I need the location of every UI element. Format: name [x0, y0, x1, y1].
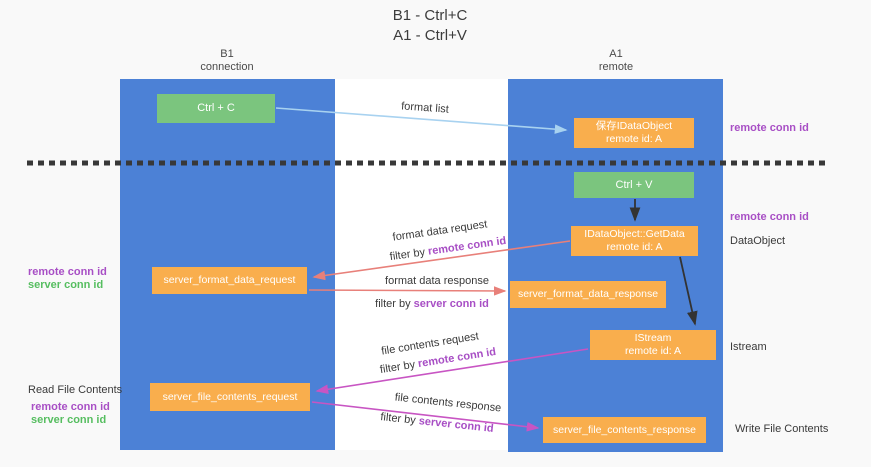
- node-saved-idataobject-line1: 保存IDataObject: [595, 120, 673, 132]
- node-server-format-data-response: server_format_data_response: [510, 281, 666, 308]
- node-file-request-label: server_file_contents_request: [162, 390, 298, 403]
- node-saved-idataobject: 保存IDataObject remote id: A: [574, 118, 694, 148]
- server-conn-id-text: server conn id: [413, 298, 489, 310]
- node-server-file-contents-request: server_file_contents_request: [150, 383, 310, 411]
- label-read-file-contents: Read File Contents: [28, 384, 123, 396]
- node-file-response-label: server_file_contents_response: [552, 423, 696, 436]
- node-idataobject-getdata: IDataObject::GetData remote id: A: [571, 226, 698, 256]
- node-format-request-label: server_format_data_request: [163, 274, 296, 286]
- node-istream-line1: IStream: [634, 332, 672, 344]
- column-b1-name: B1: [220, 48, 234, 60]
- label-server-conn-id-left-top: server conn id: [28, 279, 104, 291]
- label-format-data-response: format data response: [385, 275, 489, 287]
- label-filter-by-server-conn-id-1: filter by server conn id: [375, 298, 489, 310]
- label-remote-conn-id-right-top: remote conn id: [730, 122, 809, 134]
- column-header-a1: A1 remote: [556, 48, 676, 74]
- node-istream: IStream remote id: A: [590, 330, 716, 360]
- label-istream: Istream: [730, 341, 767, 353]
- label-server-conn-id-left-bottom: server conn id: [31, 414, 107, 426]
- node-ctrl-c-label: Ctrl + C: [197, 102, 235, 114]
- label-write-file-contents: Write File Contents: [735, 423, 829, 435]
- column-header-b1: B1 connection: [167, 48, 287, 74]
- column-a1-role: remote: [598, 61, 634, 73]
- column-a1-name: A1: [609, 48, 623, 60]
- node-istream-line2: remote id: A: [624, 345, 682, 357]
- node-server-file-contents-response: server_file_contents_response: [543, 417, 706, 443]
- filter-by-text: filter by: [375, 298, 414, 310]
- node-getdata-line1: IDataObject::GetData: [584, 228, 685, 240]
- node-ctrl-c: Ctrl + C: [157, 94, 275, 123]
- node-saved-idataobject-line2: remote id: A: [605, 133, 663, 145]
- node-getdata-line2: remote id: A: [606, 241, 663, 253]
- diagram-title: B1 - Ctrl+C A1 - Ctrl+V: [330, 6, 530, 46]
- node-ctrl-v: Ctrl + V: [574, 172, 694, 198]
- node-format-response-label: server_format_data_response: [517, 288, 659, 300]
- node-ctrl-v-label: Ctrl + V: [615, 178, 653, 191]
- label-remote-conn-id-left-bottom: remote conn id: [31, 401, 110, 413]
- label-remote-conn-id-left-top: remote conn id: [28, 266, 107, 278]
- label-remote-conn-id-right-mid: remote conn id: [730, 211, 809, 223]
- title-line-2: A1 - Ctrl+V: [393, 27, 467, 44]
- node-server-format-data-request: server_format_data_request: [152, 267, 307, 294]
- title-line-1: B1 - Ctrl+C: [392, 7, 468, 24]
- column-b1-role: connection: [200, 61, 254, 73]
- label-dataobject: DataObject: [730, 235, 786, 247]
